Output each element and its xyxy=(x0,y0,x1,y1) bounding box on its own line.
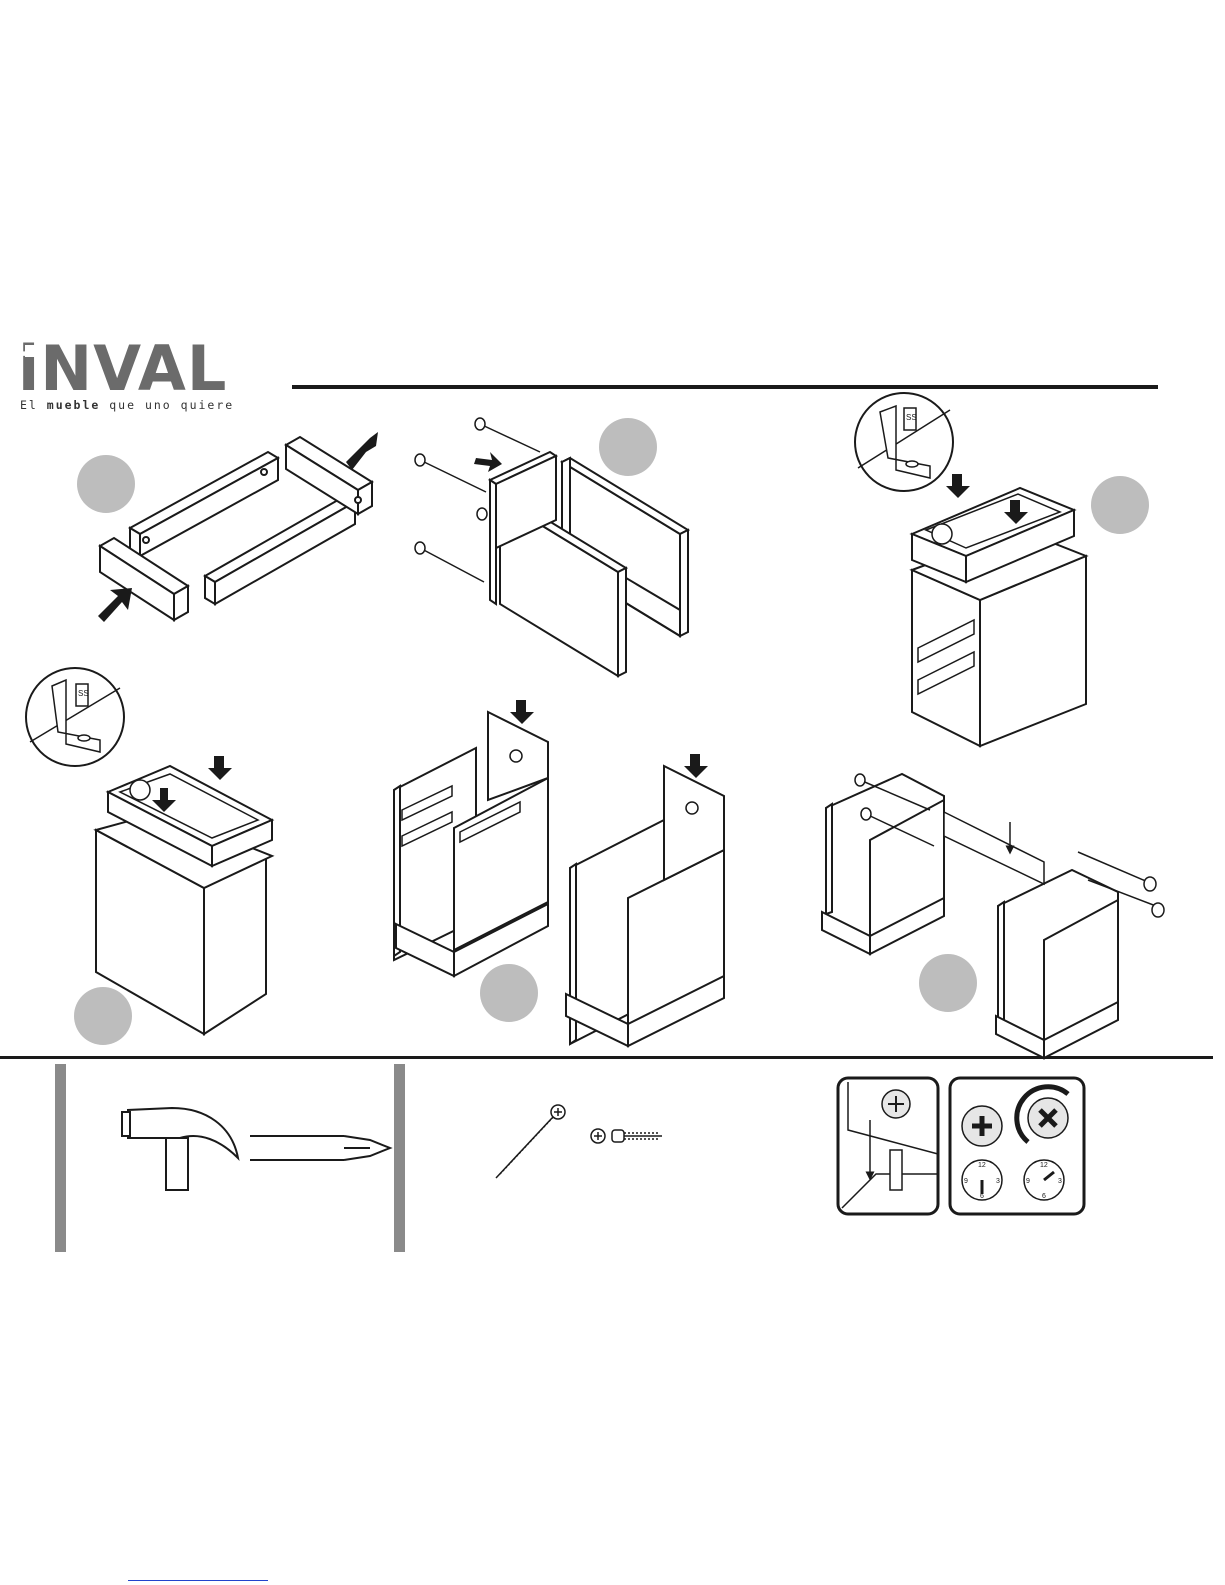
hammer-icon xyxy=(122,1108,238,1190)
step-3-diagram: SS xyxy=(855,393,1149,746)
clock-b-6: 6 xyxy=(1042,1193,1046,1200)
step-4-marker xyxy=(74,987,132,1045)
step-4-diagram: SS xyxy=(26,668,272,1045)
cam-dowel-panel xyxy=(838,1078,938,1214)
clock-a-3: 3 xyxy=(996,1178,1000,1185)
clock-b-9: 9 xyxy=(1026,1178,1030,1185)
phillips-screwdriver-icon xyxy=(250,1136,390,1160)
step-3-marker xyxy=(1091,476,1149,534)
step-6-marker xyxy=(919,954,977,1012)
cam-rotate-panel xyxy=(950,1078,1084,1214)
step-5-marker xyxy=(480,964,538,1022)
step-1-diagram xyxy=(77,432,378,622)
step-1-marker xyxy=(77,455,135,513)
clock-a-12: 12 xyxy=(978,1162,986,1169)
clock-b-12: 12 xyxy=(1040,1162,1048,1169)
bracket-screw-text-2: SS xyxy=(78,689,89,698)
step-2-marker xyxy=(599,418,657,476)
clock-a-6: 6 xyxy=(980,1193,984,1200)
clock-a-9: 9 xyxy=(964,1178,968,1185)
step-6-diagram xyxy=(822,774,1164,1058)
long-wood-screw-icon xyxy=(496,1105,565,1178)
step-2-diagram xyxy=(415,418,688,676)
step-5-diagram xyxy=(394,700,724,1046)
short-pan-screw-icon xyxy=(591,1129,662,1143)
bracket-screw-text-1: SS xyxy=(906,413,917,422)
clock-b-3: 3 xyxy=(1058,1178,1062,1185)
